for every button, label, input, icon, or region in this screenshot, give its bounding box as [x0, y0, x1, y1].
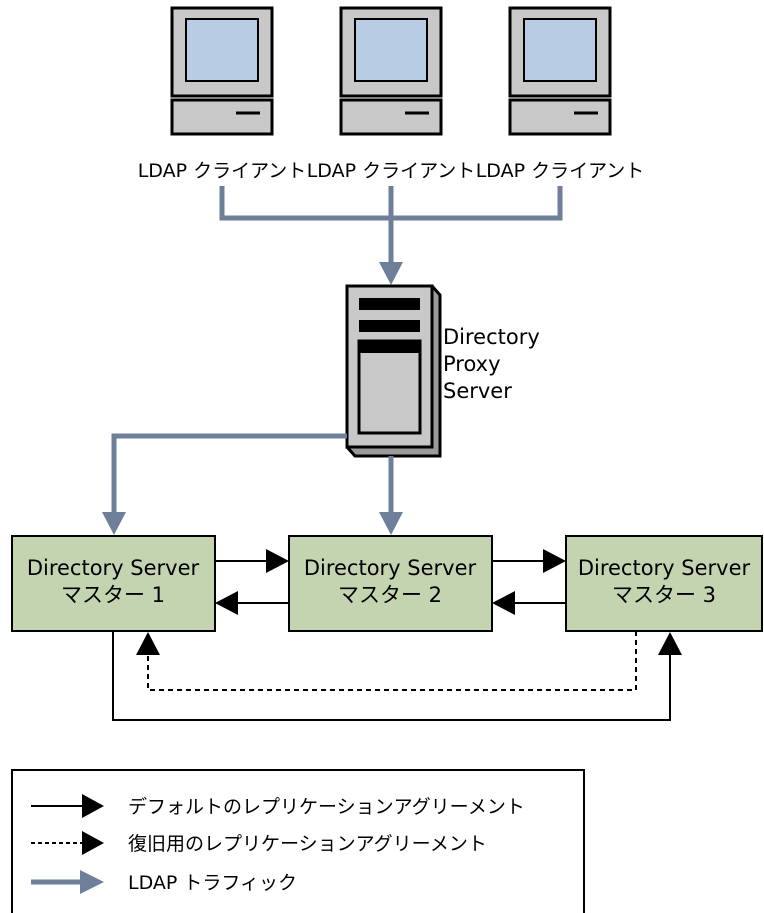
legend-box — [11, 769, 585, 913]
legend-dashed-arrow-icon — [31, 831, 104, 855]
proxy-label-line-1: Directory — [443, 325, 540, 349]
proxy-label-line-3: Server — [443, 379, 512, 403]
default-replication-1-to-3 — [112, 631, 682, 721]
default-replication-1-to-2 — [215, 549, 289, 573]
arrowhead-to-server-2 — [379, 512, 403, 535]
client-computer-1 — [170, 6, 274, 136]
client-label-2: LDAP クライアント — [307, 160, 476, 182]
client-label-3: LDAP クライアント — [476, 160, 645, 182]
monitor-screen — [354, 18, 428, 82]
legend-label-ldap-traffic: LDAP トラフィック — [128, 872, 297, 894]
legend-solid-arrow-icon — [31, 794, 104, 818]
proxy-server-tower — [345, 284, 442, 458]
ldap-traffic-proxy-to-servers — [111, 433, 394, 514]
server-box-master-2 — [288, 535, 493, 632]
server-1-name: Directory Server — [27, 556, 200, 580]
monitor-screen — [185, 18, 259, 82]
client-computer-2 — [339, 6, 443, 136]
server-2-name: Directory Server — [304, 556, 477, 580]
server-box-master-3 — [565, 535, 763, 632]
server-2-role: マスター 2 — [338, 583, 442, 607]
default-replication-3-to-2 — [492, 591, 566, 615]
default-replication-2-to-3 — [492, 549, 566, 573]
ldap-traffic-clients-to-proxy — [219, 186, 563, 264]
client-computer-3 — [508, 6, 612, 136]
default-replication-2-to-1 — [215, 591, 289, 615]
server-3-name: Directory Server — [578, 556, 751, 580]
recovery-replication-3-to-1 — [136, 631, 637, 691]
server-1-role: マスター 1 — [61, 583, 165, 607]
legend-label-recovery: 復旧用のレプリケーションアグリーメント — [128, 833, 487, 855]
legend-label-default: デフォルトのレプリケーションアグリーメント — [128, 796, 525, 818]
monitor-screen — [523, 18, 597, 82]
server-3-role: マスター 3 — [612, 583, 716, 607]
proxy-label-line-2: Proxy — [443, 352, 501, 376]
legend-blue-arrow-icon — [31, 870, 104, 894]
arrowhead-to-proxy — [379, 262, 403, 285]
client-label-1: LDAP クライアント — [138, 160, 307, 182]
arrowhead-to-server-1 — [102, 512, 126, 535]
